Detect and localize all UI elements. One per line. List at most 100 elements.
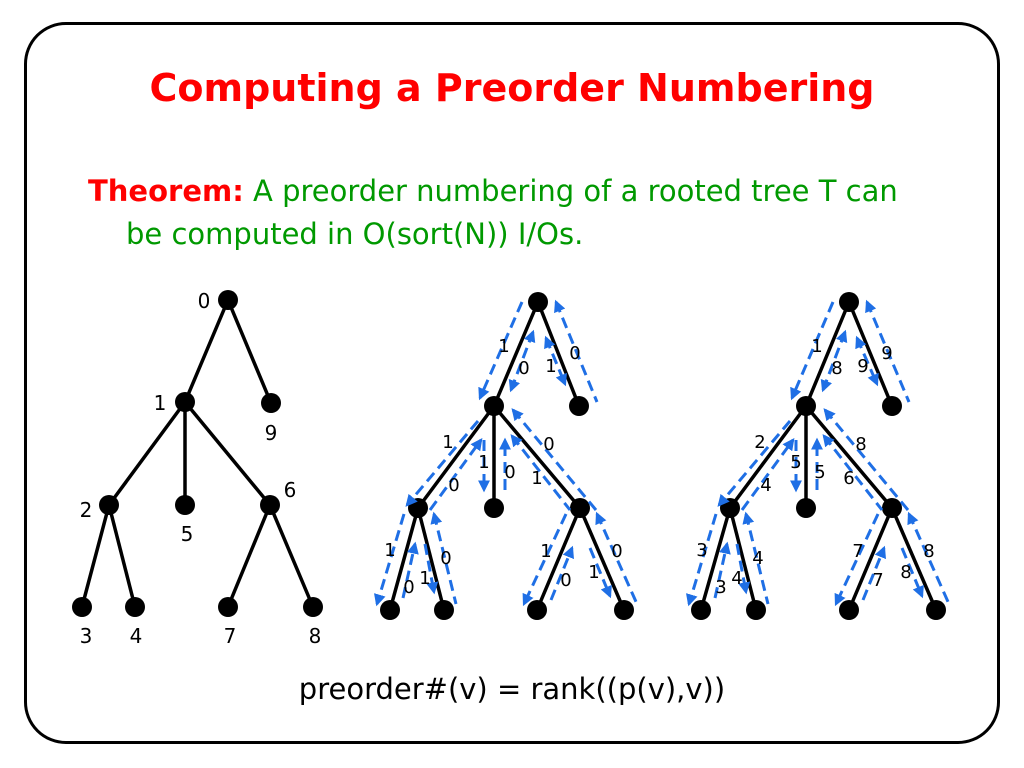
euler-arrow	[428, 438, 483, 511]
edge-label: 4	[731, 568, 742, 589]
euler-arrow	[374, 513, 406, 607]
euler-arrow	[510, 434, 572, 511]
euler-arrow	[588, 547, 612, 599]
node-label: 5	[181, 522, 194, 546]
edge-label: 3	[715, 577, 726, 598]
euler-arrow	[554, 299, 599, 403]
tree-node	[569, 396, 589, 416]
edge-label: 0	[440, 548, 451, 569]
node-label: 4	[130, 624, 143, 648]
edge-label: 1	[442, 432, 453, 453]
edge-label: 4	[752, 548, 763, 569]
tree-node	[218, 290, 238, 310]
theorem-text-line2: be computed in O(sort(N)) I/Os.	[126, 217, 584, 251]
edge-label: 1	[811, 336, 822, 357]
edge-label: 7	[872, 570, 883, 591]
edge-label: 1	[531, 468, 542, 489]
edge-label: 1	[588, 562, 599, 583]
tree-node	[926, 600, 946, 620]
euler-arrow	[405, 420, 480, 507]
euler-arrow	[549, 545, 574, 601]
tree-node	[484, 498, 504, 518]
euler-arrow	[423, 543, 439, 595]
euler-arrow	[430, 511, 458, 605]
node-label: 7	[224, 624, 237, 648]
edge-label: 1	[540, 541, 551, 562]
node-label: 2	[80, 498, 93, 522]
tree-node	[528, 292, 548, 312]
edge-label: 1	[545, 356, 556, 377]
edge-label: 0	[611, 541, 622, 562]
left-tree-labels: 0 1 9 2 5 6 3 4 7 8	[80, 289, 322, 648]
tree-node	[175, 495, 195, 515]
tree-node	[796, 396, 816, 416]
euler-arrow	[742, 511, 770, 605]
euler-arrow	[900, 547, 924, 599]
tree-node	[175, 392, 195, 412]
node-label: 8	[309, 624, 322, 648]
tree-node	[882, 396, 902, 416]
tree-node	[303, 597, 323, 617]
edge-label: 8	[900, 562, 911, 583]
right-tree-arrows	[686, 299, 951, 607]
euler-arrow	[717, 420, 792, 507]
tree-node	[691, 600, 711, 620]
slide-title: Computing a Preorder Numbering	[149, 66, 875, 110]
node-label: 9	[265, 421, 278, 445]
edge-label: 7	[852, 541, 863, 562]
euler-arrow	[401, 541, 419, 599]
preorder-formula: preorder#(v) = rank((p(v),v))	[298, 672, 726, 706]
edge-label: 8	[831, 358, 842, 379]
tree-node	[839, 600, 859, 620]
tree-node	[746, 600, 766, 620]
edge-label: 1	[498, 336, 509, 357]
euler-arrow	[478, 301, 524, 401]
euler-arrow	[865, 299, 911, 403]
edge-label: 1	[419, 568, 430, 589]
euler-arrow	[823, 408, 910, 511]
node-label: 0	[198, 289, 211, 313]
tree-node	[99, 495, 119, 515]
tree-node	[125, 597, 145, 617]
theorem-text-line1: A preorder numbering of a rooted tree T …	[253, 174, 898, 208]
euler-arrow	[855, 335, 879, 387]
euler-arrow	[508, 329, 536, 393]
euler-arrow	[820, 329, 848, 393]
tree-node	[260, 495, 280, 515]
tree-node	[570, 498, 590, 518]
edge-label: 1	[384, 540, 395, 561]
middle-tree	[388, 301, 626, 611]
edge-label: 0	[504, 462, 515, 483]
edge-label: 3	[696, 540, 707, 561]
euler-arrow	[511, 408, 598, 511]
edge-label: 9	[857, 356, 868, 377]
edge-label: 6	[843, 468, 854, 489]
node-label: 1	[154, 391, 167, 415]
middle-tree-nodes	[380, 292, 634, 620]
euler-arrow	[861, 545, 886, 601]
left-tree	[80, 299, 315, 608]
tree-node	[839, 292, 859, 312]
right-tree-edge-labels: 1 8 9 9 2 4 5 5 6 8 3 3 4 4 7 7 8 8	[696, 336, 934, 598]
edge-label: 0	[518, 358, 529, 379]
tree-node	[882, 498, 902, 518]
euler-arrow	[822, 434, 884, 511]
edge-label: 4	[760, 475, 771, 496]
tree-node	[261, 393, 281, 413]
theorem-label: Theorem:	[88, 174, 244, 208]
tree-node	[434, 600, 454, 620]
euler-arrow	[735, 543, 751, 595]
euler-arrow	[544, 335, 567, 387]
tree-node	[527, 600, 547, 620]
edge-label: 5	[814, 462, 825, 483]
euler-arrow	[740, 438, 795, 511]
theorem-block: Theorem: A preorder numbering of a roote…	[88, 170, 968, 256]
edge-label: 0	[569, 343, 580, 364]
tree-node	[218, 597, 238, 617]
tree-node	[72, 597, 92, 617]
edge-label: 8	[923, 541, 934, 562]
middle-tree-arrows	[374, 299, 639, 607]
euler-arrow	[686, 513, 718, 607]
edge-label: 5	[790, 452, 801, 473]
euler-arrow	[713, 541, 731, 599]
